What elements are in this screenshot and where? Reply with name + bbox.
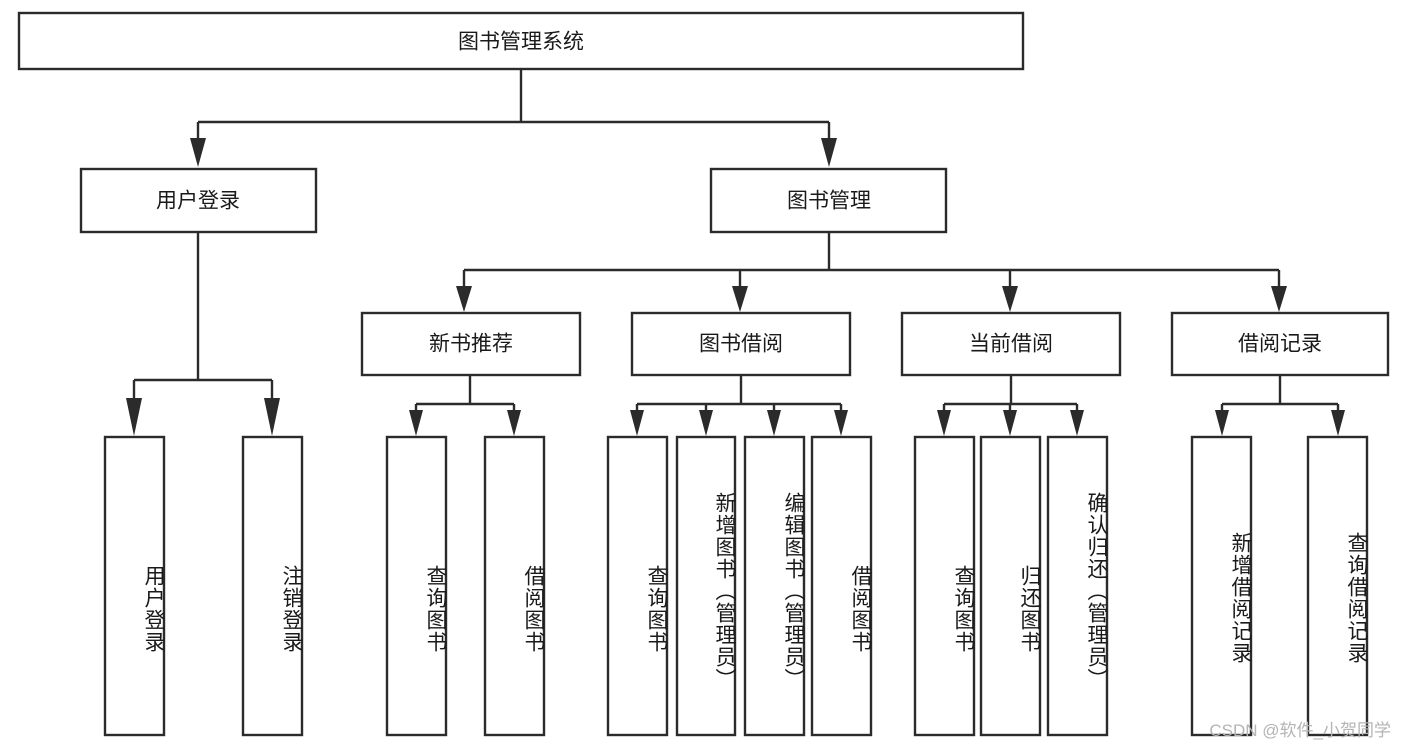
node-label-new-book-rec: 新书推荐 <box>429 333 513 356</box>
arrow-head-leaf-query-book-1 <box>409 410 423 436</box>
node-book-manage[interactable]: 图书管理 <box>709 167 948 234</box>
node-label-borrow-record: 借阅记录 <box>1238 333 1322 356</box>
arrow-head-leaf-return-book <box>1003 410 1017 436</box>
node-box-leaf-borrow-book-2[interactable] <box>810 435 873 737</box>
node-box-borrow-record[interactable] <box>1170 311 1390 377</box>
node-box-leaf-query-book-3[interactable] <box>913 435 976 737</box>
arrow-head-leaf-edit-book <box>767 410 781 436</box>
node-box-leaf-user-login[interactable] <box>103 435 166 737</box>
node-box-leaf-confirm-return[interactable] <box>1046 435 1109 737</box>
node-label-current-borrow: 当前借阅 <box>969 333 1053 356</box>
arrow-head-leaf-add-record <box>1215 410 1229 436</box>
arrow-head-leaf-borrow-book-2 <box>834 410 848 436</box>
arrow-head-leaf-add-book <box>699 410 713 436</box>
edge-group-user-login-to-leaves <box>126 232 280 436</box>
edge-group-book-manage-to-level3 <box>456 232 1287 312</box>
leaf-boxes <box>103 435 1369 737</box>
node-box-book-borrow[interactable] <box>630 311 852 377</box>
arrow-head-new-book-rec <box>456 286 472 312</box>
node-root[interactable]: 图书管理系统 <box>17 11 1025 71</box>
node-box-leaf-query-record[interactable] <box>1306 435 1369 737</box>
node-user-login[interactable]: 用户登录 <box>79 167 318 234</box>
arrow-head-leaf-query-record <box>1331 410 1345 436</box>
node-box-root[interactable] <box>17 11 1025 71</box>
node-current-borrow[interactable]: 当前借阅 <box>900 311 1122 377</box>
node-box-leaf-query-book-2[interactable] <box>606 435 669 737</box>
arrow-head-leaf-query-book-3 <box>937 410 951 436</box>
arrow-head-borrow-record <box>1271 286 1287 312</box>
arrow-head-leaf-confirm-return <box>1070 410 1084 436</box>
node-label-user-login: 用户登录 <box>156 190 240 213</box>
edge-group-borrow-record-to-leaves <box>1215 375 1345 436</box>
node-box-user-login[interactable] <box>79 167 318 234</box>
edge-group-book-borrow-to-leaves <box>630 375 848 436</box>
node-borrow-record[interactable]: 借阅记录 <box>1170 311 1390 377</box>
node-box-current-borrow[interactable] <box>900 311 1122 377</box>
node-box-leaf-return-book[interactable] <box>979 435 1042 737</box>
arrow-head-book-manage <box>821 138 837 167</box>
node-label-root: 图书管理系统 <box>458 31 584 54</box>
node-box-leaf-edit-book[interactable] <box>743 435 806 737</box>
arrow-head-leaf-user-login <box>126 398 142 436</box>
arrow-head-leaf-query-book-2 <box>630 410 644 436</box>
arrow-head-leaf-borrow-book-1 <box>507 410 521 436</box>
arrow-head-current-borrow <box>1002 286 1018 312</box>
node-label-book-manage: 图书管理 <box>787 190 871 213</box>
node-new-book-rec[interactable]: 新书推荐 <box>360 311 582 377</box>
node-book-borrow[interactable]: 图书借阅 <box>630 311 852 377</box>
edge-group-new-book-rec-to-leaves <box>409 375 521 436</box>
node-box-leaf-user-logout[interactable] <box>241 435 304 737</box>
node-box-leaf-query-book-1[interactable] <box>385 435 448 737</box>
csdn-watermark: CSDN @软件_小贺同学 <box>1209 721 1391 740</box>
arrow-head-leaf-user-logout <box>264 398 280 436</box>
node-box-leaf-add-book[interactable] <box>675 435 737 737</box>
edge-group-root-to-level2 <box>190 70 837 167</box>
edge-group-current-borrow-to-leaves <box>937 375 1084 436</box>
node-label-book-borrow: 图书借阅 <box>699 333 783 356</box>
arrow-head-book-borrow <box>732 286 748 312</box>
arrow-head-user-login <box>190 138 206 167</box>
node-box-leaf-add-record[interactable] <box>1190 435 1253 737</box>
node-box-leaf-borrow-book-1[interactable] <box>483 435 546 737</box>
node-box-new-book-rec[interactable] <box>360 311 582 377</box>
node-box-book-manage[interactable] <box>709 167 948 234</box>
